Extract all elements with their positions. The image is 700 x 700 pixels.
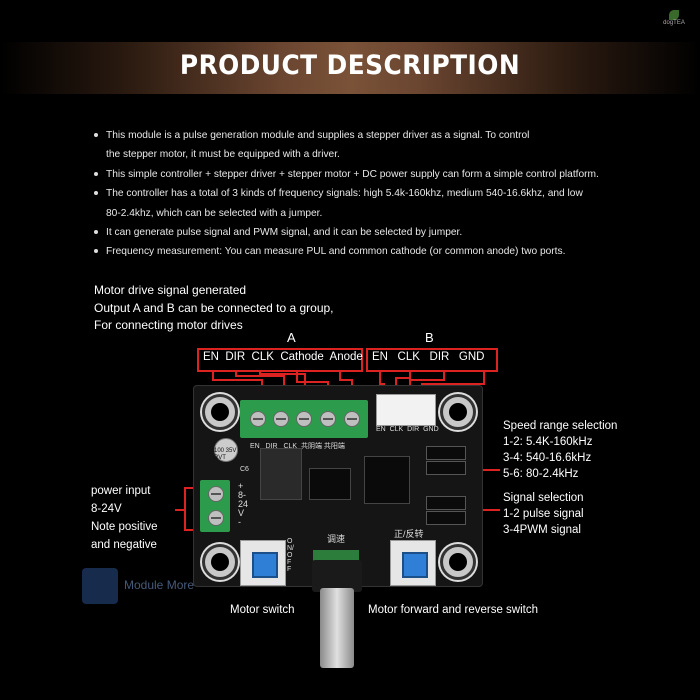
ic-chip <box>309 468 351 500</box>
bullet-text: It can generate pulse signal and PWM sig… <box>106 227 463 239</box>
screw-icon <box>208 510 224 526</box>
screw-icon <box>320 411 336 427</box>
description-list: This module is a pulse generation module… <box>94 126 654 262</box>
group-a-pins: EN DIR CLK Cathode Anode <box>203 351 363 363</box>
group-a-box <box>197 348 363 372</box>
capacitor-label: 100 35V RVT <box>214 448 237 461</box>
speed-line: 3-4: 540-16.6kHz <box>503 452 592 464</box>
speed-line: 5-6: 80-2.4kHz <box>503 468 579 480</box>
mounting-hole <box>202 544 238 580</box>
power-line: and negative <box>91 539 157 551</box>
bullet-text: the stepper motor, it must be equipped w… <box>106 149 340 161</box>
group-a-label: A <box>287 330 296 345</box>
jumper-header[interactable] <box>426 496 466 510</box>
group-b-label: B <box>425 330 434 345</box>
signal-line: 3-4PWM signal <box>503 524 581 536</box>
motor-switch-label: Motor switch <box>230 604 295 616</box>
logo-text: dogTEA <box>663 20 685 26</box>
intro-line: For connecting motor drives <box>94 318 243 332</box>
motor-intro: Motor drive signal generated Output A an… <box>94 282 334 335</box>
capacitor <box>214 438 238 462</box>
pcb-board: EN DIR CLK 共阴端 共阳端 EN CLK DIR GND 100 35… <box>193 385 483 587</box>
title-banner <box>0 42 700 94</box>
brand-logo: dogTEA <box>660 10 688 40</box>
chip-icon <box>82 568 118 604</box>
screw-icon <box>296 411 312 427</box>
signal-line: 1-2 pulse signal <box>503 508 584 520</box>
list-item: This simple controller + stepper driver … <box>94 165 654 184</box>
power-line: 8-24V <box>91 503 122 515</box>
terminal-block-a <box>240 400 368 438</box>
list-item: The controller has a total of 3 kinds of… <box>94 184 654 223</box>
intro-line: Output A and B can be connected to a gro… <box>94 300 334 315</box>
potentiometer-base <box>312 560 362 592</box>
bullet-text: 80-2.4khz, which can be selected with a … <box>106 207 323 219</box>
bullet-text: The controller has a total of 3 kinds of… <box>106 188 583 200</box>
screw-icon <box>250 411 266 427</box>
speed-line: 1-2: 5.4K-160kHz <box>503 436 593 448</box>
list-item: This module is a pulse generation module… <box>94 126 654 165</box>
silk-b-pins: EN CLK DIR GND <box>376 426 439 433</box>
connector-b <box>376 394 436 426</box>
silk-power: + 8-24V - <box>238 481 249 527</box>
group-b-pins: EN CLK DIR GND <box>372 351 485 363</box>
screw-icon <box>208 486 224 502</box>
jumper-header[interactable] <box>426 461 466 475</box>
regulator-chip <box>260 448 302 500</box>
silk-dir: 正/反转 <box>394 529 424 539</box>
bullet-text: This module is a pulse generation module… <box>106 130 530 141</box>
speed-title: Speed range selection <box>503 420 618 432</box>
switch-button[interactable] <box>252 552 278 578</box>
onoff-switch[interactable] <box>240 540 286 586</box>
forward-reverse-label: Motor forward and reverse switch <box>368 604 539 616</box>
page-title: PRODUCT DESCRIPTION <box>179 50 521 81</box>
mounting-hole <box>202 394 238 430</box>
switch-button[interactable] <box>402 552 428 578</box>
watermark-text: Module More <box>124 578 195 592</box>
speed-knob[interactable] <box>320 588 354 668</box>
list-item: Frequency measurement: You can measure P… <box>94 242 654 261</box>
mounting-hole <box>440 544 476 580</box>
mounting-hole <box>440 394 476 430</box>
power-line: power input <box>91 485 151 497</box>
bullet-text: This simple controller + stepper driver … <box>106 168 599 180</box>
bullet-text: Frequency measurement: You can measure P… <box>106 246 566 258</box>
screw-icon <box>344 411 360 427</box>
line-power-top <box>175 487 200 511</box>
signal-title: Signal selection <box>503 492 584 504</box>
list-item: It can generate pulse signal and PWM sig… <box>94 223 654 242</box>
jumper-header[interactable] <box>426 446 466 460</box>
silk-c6: C6 <box>240 466 249 473</box>
mcu-chip <box>364 456 410 504</box>
jumper-header[interactable] <box>426 511 466 525</box>
group-b-box <box>366 348 498 372</box>
silk-speed: 调速 <box>327 534 346 544</box>
silk-a-pins: EN DIR CLK 共阴端 共阳端 <box>250 443 345 450</box>
power-terminal <box>200 480 230 532</box>
direction-switch[interactable] <box>390 540 436 586</box>
screw-icon <box>273 411 289 427</box>
intro-line: Motor drive signal generated <box>94 283 247 297</box>
silk-onoff: ON/OFF <box>287 538 294 573</box>
power-line: Note positive <box>91 521 158 533</box>
leaf-icon <box>669 10 679 20</box>
